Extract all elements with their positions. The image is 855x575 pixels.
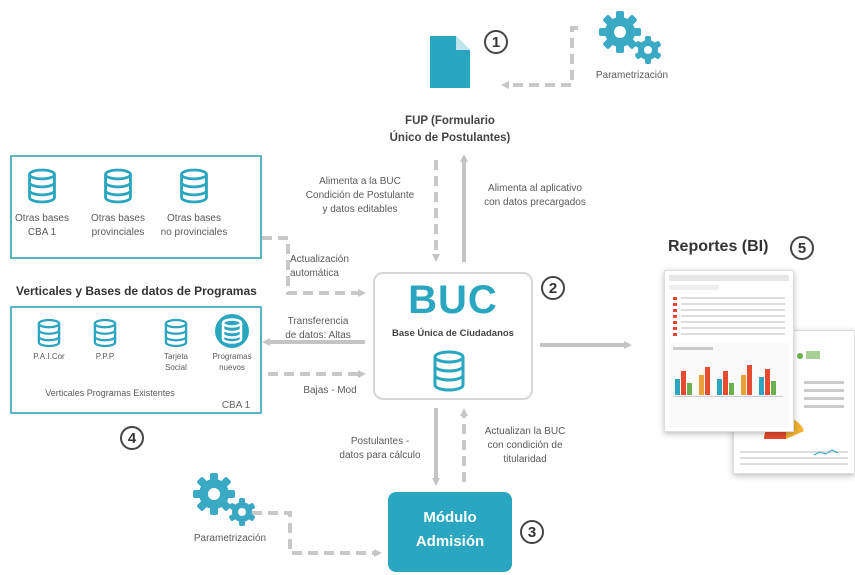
gears-icon-bottom bbox=[193, 473, 255, 526]
reportes-title: Reportes (BI) bbox=[668, 238, 769, 255]
param-top-label: Parametrización bbox=[595, 70, 669, 81]
label-bajas: Bajas - Mod bbox=[303, 385, 357, 396]
program-label-0: P.A.I.Cor bbox=[33, 352, 65, 361]
database-icon-highlighted bbox=[215, 314, 249, 348]
cba-label: CBA 1 bbox=[221, 400, 251, 411]
buc-box bbox=[373, 272, 533, 400]
step-number-3: 3 bbox=[520, 520, 544, 544]
verticales-box bbox=[10, 306, 262, 414]
fup-title: FUP (Formulario Único de Postulantes) bbox=[389, 115, 511, 144]
verticales-title: Verticales y Bases de datos de Programas bbox=[16, 284, 257, 298]
document-icon bbox=[430, 36, 470, 88]
verticales-caption: Verticales Programas Existentes bbox=[45, 388, 175, 398]
database-icon bbox=[102, 168, 134, 209]
param-to-modulo-arrow bbox=[252, 511, 382, 557]
step-number-2: 2 bbox=[541, 276, 565, 300]
step-number-1: 1 bbox=[484, 30, 508, 54]
database-icon bbox=[26, 168, 58, 209]
buc-subtitle: Base Única de Ciudadanos bbox=[392, 328, 514, 339]
report-thumbnail-front bbox=[664, 270, 794, 432]
param-to-fup-arrow bbox=[501, 26, 578, 89]
program-label-1: P.P.P bbox=[95, 352, 115, 361]
database-icon bbox=[36, 318, 62, 353]
database-icon bbox=[433, 350, 465, 392]
step-number-5: 5 bbox=[790, 236, 814, 260]
gears-icon bbox=[599, 11, 661, 64]
label-postulantes: Postulantes -datos para cálculo bbox=[339, 436, 421, 461]
database-icon bbox=[92, 318, 118, 353]
step-number-4: 4 bbox=[120, 426, 144, 450]
buc-title: BUC bbox=[408, 278, 498, 322]
param-bottom-label: Parametrización bbox=[193, 533, 267, 544]
database-icon bbox=[163, 318, 189, 353]
modulo-admision-box bbox=[388, 492, 512, 572]
database-icon bbox=[178, 168, 210, 209]
bases-to-buc-arrow bbox=[262, 236, 366, 297]
